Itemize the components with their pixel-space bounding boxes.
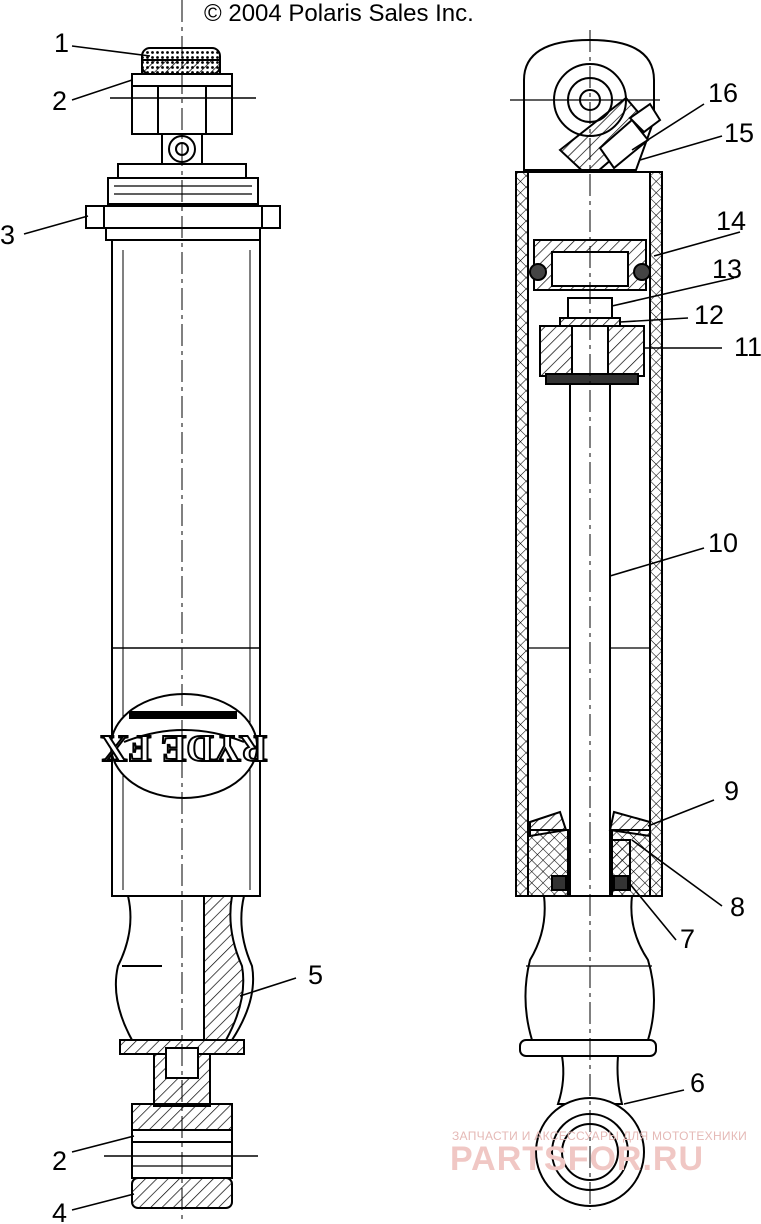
callout-6: 6 <box>690 1068 706 1098</box>
right-shock-cutaway <box>510 38 663 1207</box>
watermark-tagline: ЗАПЧАСТИ И АКСЕССУАРЫ ДЛЯ МОТОТЕХНИКИ <box>452 1129 748 1143</box>
callout-2-top: 2 <box>52 86 68 116</box>
callout-3: 3 <box>0 220 16 250</box>
logo-text: RYDE FX <box>101 727 268 769</box>
callout-15: 15 <box>724 118 755 148</box>
leader-lines <box>23 45 741 1211</box>
bump-stop-boot <box>114 895 255 1041</box>
callout-2-bottom: 2 <box>52 1146 68 1176</box>
copyright-notice: © 2004 Polaris Sales Inc. <box>204 0 474 27</box>
ryde-fx-logo: RYDE FX <box>100 693 268 799</box>
spring-lock-nut <box>85 205 281 241</box>
left-shock-exterior: RYDE FX <box>85 47 281 1209</box>
callout-5: 5 <box>308 960 324 990</box>
piston-shaft <box>569 383 611 897</box>
callout-13: 13 <box>712 254 743 284</box>
callout-9: 9 <box>724 776 740 806</box>
callout-4: 4 <box>52 1198 68 1224</box>
callout-14: 14 <box>716 206 747 236</box>
callout-10: 10 <box>708 528 739 558</box>
body-cap-left <box>107 163 259 205</box>
schrader-valve <box>558 96 662 180</box>
top-bushing-left <box>110 47 256 135</box>
callout-16: 16 <box>708 78 739 108</box>
main-piston-valving <box>539 325 645 387</box>
callout-8: 8 <box>730 892 746 922</box>
callout-11: 11 <box>734 332 761 362</box>
watermark-logo: PARTSFOR.RU <box>450 1140 705 1178</box>
callout-7: 7 <box>680 924 696 954</box>
lower-mount-left <box>104 1039 258 1209</box>
callout-1: 1 <box>54 28 70 58</box>
callout-12: 12 <box>694 300 725 330</box>
